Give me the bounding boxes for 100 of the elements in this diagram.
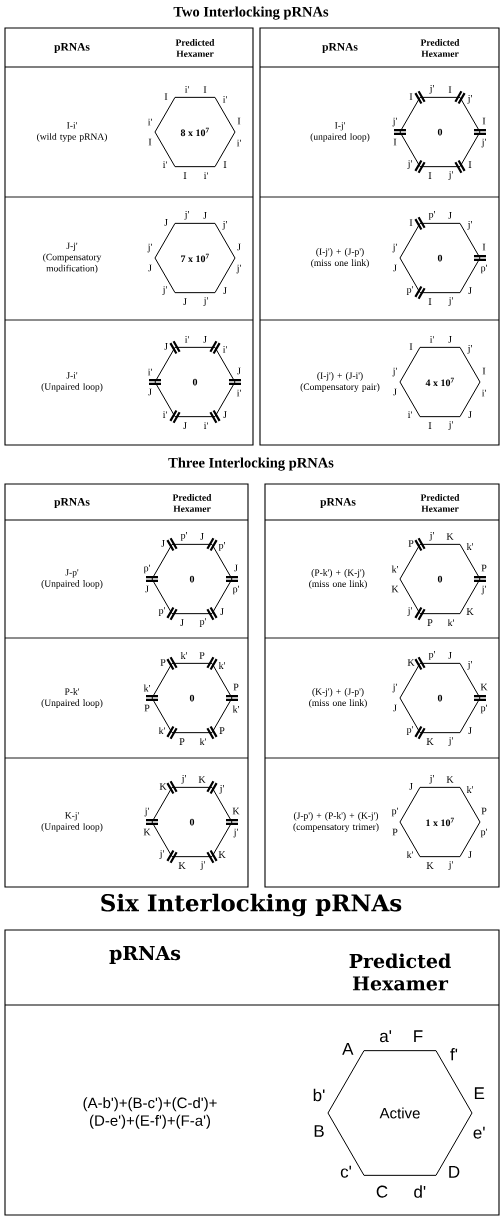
vertex-label: j' xyxy=(429,532,434,541)
prna-name: J-j' xyxy=(66,242,78,251)
vertex-label: J xyxy=(180,619,184,626)
vertex-label: p' xyxy=(143,564,150,574)
vertex-label: b' xyxy=(313,1088,325,1102)
vertex-label: i' xyxy=(481,389,486,397)
vertex-label: K xyxy=(391,585,399,593)
vertex-label: I xyxy=(148,138,152,146)
vertex-label: j' xyxy=(392,243,397,253)
vertex-label: j' xyxy=(219,785,224,794)
vertex-label: K xyxy=(426,862,434,869)
vertex-label: i' xyxy=(147,118,152,126)
vertex-label: j' xyxy=(144,807,149,817)
vertex-label: j' xyxy=(200,861,205,870)
vertex-label: j' xyxy=(467,221,472,230)
vertex-label: i' xyxy=(236,139,241,147)
vertex-label: j' xyxy=(162,286,167,295)
prna-name: J-p' xyxy=(65,569,79,578)
vertex-label: I xyxy=(482,117,486,125)
vertex-label: p' xyxy=(406,286,413,295)
vertex-label: k' xyxy=(143,684,150,692)
vertex-label: J xyxy=(164,219,168,226)
vertex-label: J xyxy=(468,287,472,294)
vertex-label: J xyxy=(145,585,149,593)
vertex-label: i' xyxy=(222,346,227,353)
vertex-label: k' xyxy=(406,851,413,859)
vertex-label: k' xyxy=(466,542,473,550)
vertex-label: j' xyxy=(407,607,412,616)
vertex-label: J xyxy=(161,540,165,547)
vertex-label: j' xyxy=(448,297,453,306)
prna-name: (P-k') + (K-j') xyxy=(311,569,365,578)
vertex-label: J xyxy=(468,411,472,418)
prna-description: (Unpaired loop) xyxy=(41,699,103,708)
vertex-label: K xyxy=(159,783,167,790)
vertex-label: J xyxy=(393,704,397,712)
vertex-label: J xyxy=(448,652,452,659)
vertex-label: J xyxy=(164,343,168,350)
vertex-label: f' xyxy=(450,1048,458,1061)
vertex-label: p' xyxy=(480,704,487,714)
vertex-label: p' xyxy=(158,607,165,616)
vertex-label: K xyxy=(446,533,454,540)
vertex-label: C xyxy=(376,1185,388,1198)
vertex-label: k' xyxy=(158,727,165,735)
vertex-label: I xyxy=(409,343,413,350)
vertex-label: P xyxy=(481,807,487,815)
vertex-label: p' xyxy=(480,828,487,838)
vertex-label: P xyxy=(408,540,414,547)
column-header: Predicted Hexamer xyxy=(175,39,215,57)
prna-description: (miss one link) xyxy=(309,580,367,589)
vertex-label: J xyxy=(393,264,397,272)
column-header: pRNAs xyxy=(54,498,90,509)
vertex-label: j' xyxy=(429,775,434,784)
prna-description: (miss one link) xyxy=(311,259,369,268)
vertex-label: k' xyxy=(199,738,206,746)
vertex-label: j' xyxy=(448,171,453,180)
vertex-label: K xyxy=(232,807,240,815)
vertex-label: K xyxy=(407,659,415,666)
vertex-label: I xyxy=(428,298,432,305)
vertex-label: i' xyxy=(162,161,167,168)
vertex-label: j' xyxy=(429,85,434,94)
vertex-label: P xyxy=(219,727,225,734)
vertex-label: j' xyxy=(467,661,472,670)
vertex-label: I xyxy=(428,422,432,429)
vertex-label: I xyxy=(237,117,241,125)
column-header: Predicted Hexamer xyxy=(349,953,451,991)
vertex-label: K xyxy=(218,851,226,858)
vertex-label: j' xyxy=(481,138,486,148)
prna-description: (Unpaired loop) xyxy=(41,383,103,392)
vertex-label: a' xyxy=(379,1030,392,1043)
vertex-label: p' xyxy=(406,726,413,735)
vertex-label: j' xyxy=(392,117,397,127)
section-heading: Two Interlocking pRNAs xyxy=(173,6,329,20)
vertex-label: p' xyxy=(232,585,239,595)
vertex-label: I xyxy=(393,138,397,146)
vertex-label: I xyxy=(409,219,413,226)
vertex-label: J xyxy=(448,212,452,219)
vertex-label: J xyxy=(393,388,397,396)
section-heading: Three Interlocking pRNAs xyxy=(168,457,334,471)
column-header: pRNAs xyxy=(320,498,356,509)
vertex-label: I xyxy=(428,172,432,179)
vertex-label: j' xyxy=(448,861,453,870)
vertex-label: J xyxy=(148,388,152,396)
vertex-label: K xyxy=(466,608,474,615)
vertex-label: I xyxy=(468,161,472,168)
vertex-label: I xyxy=(164,93,168,100)
column-header: pRNAs xyxy=(322,43,358,54)
column-header: pRNAs xyxy=(54,43,90,54)
vertex-label: I xyxy=(183,172,187,179)
prna-description: (Unpaired loop) xyxy=(41,580,103,589)
vertex-label: d' xyxy=(414,1185,426,1198)
vertex-label: I xyxy=(223,161,227,168)
vertex-label: k' xyxy=(466,785,473,793)
prna-description: (Unpaired loop) xyxy=(41,823,103,832)
vertex-label: i' xyxy=(407,411,412,418)
vertex-label: i' xyxy=(203,172,208,179)
vertex-label: J xyxy=(203,212,207,219)
vertex-label: j' xyxy=(184,211,189,220)
vertex-label: j' xyxy=(392,367,397,377)
prna-description: (miss one link) xyxy=(309,699,367,708)
vertex-label: j' xyxy=(448,421,453,430)
